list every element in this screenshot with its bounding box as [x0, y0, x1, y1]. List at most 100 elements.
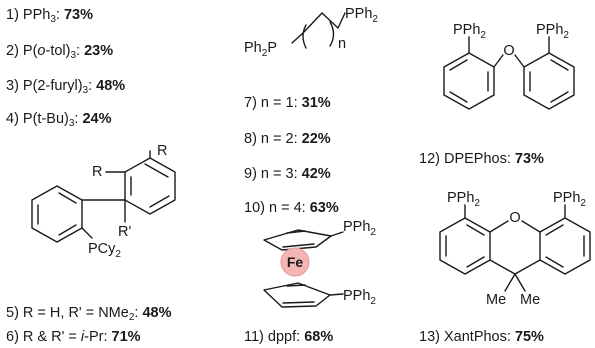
- alkane-bond-1: [291, 32, 304, 44]
- entry-13: 13) XantPhos: 75%: [419, 328, 544, 346]
- biaryl-lower-ring: [31, 185, 83, 243]
- entry-2-yield: 23%: [84, 43, 114, 59]
- entry-1: 1) PPh3: 73%: [6, 6, 93, 25]
- entry-1-name: 1) PPh: [6, 7, 51, 23]
- entry-9: 9) n = 3: 42%: [244, 165, 331, 183]
- entry-11-label: 11) dppf:: [244, 329, 305, 345]
- xantphos-left-ring: [439, 217, 491, 275]
- dppf-top-p-bond: [330, 231, 344, 237]
- dppf-top-pph2-label: PPh2: [343, 219, 376, 238]
- entry-3-sep: :: [88, 78, 97, 94]
- dppf-bottom-cp-double-2: [282, 301, 315, 304]
- dpephos-left-double-3: [449, 91, 468, 103]
- entry-12: 12) DPEPhos: 73%: [419, 150, 544, 168]
- xantphos-right-ring: [539, 217, 591, 275]
- biaryl-pcy-label: PCy2: [88, 241, 121, 260]
- diphos-pph2-label: PPh2: [345, 6, 378, 25]
- entry-10-yield: 63%: [309, 200, 339, 216]
- entry-4-yield: 24%: [82, 111, 112, 127]
- entry-5-name: 5) R = H, R' = NMe: [6, 305, 129, 321]
- biaryl-r-left-label: R: [92, 164, 102, 180]
- entry-10-label: 10) n = 4:: [244, 200, 310, 216]
- entry-2-sub: 3: [70, 50, 77, 61]
- entry-11: 11) dppf: 68%: [244, 328, 333, 346]
- dpephos-o-bond-left: [493, 54, 504, 68]
- entry-10: 10) n = 4: 63%: [244, 199, 339, 217]
- entry-1-yield: 73%: [63, 7, 93, 23]
- entry-13-yield: 75%: [514, 329, 544, 345]
- entry-7-yield: 31%: [301, 95, 331, 111]
- xantphos-c-bond-right: [514, 259, 541, 275]
- alkane-bracket-right: [329, 21, 335, 47]
- dppf-bottom-cp-double-1: [286, 284, 306, 287]
- entry-3-sub: 3: [82, 85, 89, 96]
- entry-8-yield: 22%: [301, 131, 331, 147]
- biaryl-r-top-label: R: [157, 143, 167, 159]
- dpephos-left-double-1: [449, 59, 468, 71]
- entry-6-name: 6) R & R' =: [6, 329, 81, 345]
- alkane-bond-4: [337, 12, 346, 29]
- dppf-bottom-cp-ring: [263, 282, 331, 308]
- dppf-fe-label: Fe: [287, 254, 304, 270]
- entry-6-yield: 71%: [111, 329, 141, 345]
- entry-4-sub: 3: [68, 118, 75, 129]
- xantphos-right-pph2-label: PPh2: [553, 190, 586, 209]
- entry-1-sep: :: [55, 7, 64, 23]
- entry-2-sep: :: [76, 43, 85, 59]
- entry-7: 7) n = 1: 31%: [244, 94, 331, 112]
- entry-6: 6) R & R' = i-Pr: 71%: [6, 328, 141, 346]
- xantphos-left-double-3: [466, 256, 485, 268]
- entry-6-mid: -Pr:: [84, 329, 112, 345]
- entry-5-sub: 2: [128, 312, 135, 323]
- entry-2-mid: -tol): [45, 43, 71, 59]
- entry-2: 2) P(o-tol)3: 23%: [6, 42, 114, 61]
- dpephos-o-label: O: [503, 43, 514, 59]
- entry-9-yield: 42%: [301, 166, 331, 182]
- entry-8: 8) n = 2: 22%: [244, 130, 331, 148]
- entry-5: 5) R = H, R' = NMe2: 48%: [6, 304, 172, 323]
- entry-2-name: 2) P(: [6, 43, 38, 59]
- xantphos-left-pph2-label: PPh2: [447, 190, 480, 209]
- entry-4: 4) P(t-Bu)3: 24%: [6, 110, 112, 129]
- entry-5-sep: :: [134, 305, 143, 321]
- biaryl-upper-double-2: [149, 195, 170, 208]
- biaryl-lower-double-1: [58, 192, 77, 204]
- entry-6-italic: i: [80, 329, 85, 345]
- dppf-top-cp-double-2: [282, 243, 315, 248]
- xantphos-me-bond-left: [504, 273, 516, 292]
- diphosphine-alkane-structure: Ph2P n PPh2: [244, 6, 378, 59]
- diphos-n-label: n: [338, 36, 346, 52]
- alkane-bond-3: [321, 12, 339, 29]
- xantphos-left-double-2: [466, 224, 485, 236]
- biaryl-lower-double-3: [58, 224, 77, 236]
- xantphos-structure: O Me Me PPh2 PPh2: [439, 190, 591, 308]
- entry-11-yield: 68%: [304, 329, 334, 345]
- entry-2-italic: o: [37, 43, 46, 59]
- dpephos-right-pph2-label: PPh2: [536, 22, 569, 41]
- xantphos-o-label: O: [509, 210, 520, 226]
- entry-9-label: 9) n = 3:: [244, 166, 302, 182]
- dppf-fe-atom: [280, 247, 310, 277]
- entry-3: 3) P(2-furyl)3: 48%: [6, 77, 126, 96]
- dpephos-o-bond-right: [514, 54, 525, 68]
- entry-5-yield: 48%: [142, 305, 172, 321]
- xantphos-right-double-3: [545, 256, 564, 268]
- dppf-bottom-p-bond: [329, 293, 344, 296]
- dppf-bottom-pph2-label: PPh2: [343, 288, 376, 307]
- biaryl-r-prime-label: R': [118, 224, 131, 240]
- dpephos-right-double-1: [550, 59, 569, 71]
- biaryl-pcy-bond: [81, 227, 93, 239]
- entry-3-yield: 48%: [96, 78, 126, 94]
- alkane-bond-2: [302, 12, 323, 34]
- dppf-structure: Fe PPh2 PPh2: [263, 219, 376, 308]
- entry-4-name: 4) P(t-Bu): [6, 111, 69, 127]
- xantphos-me-left-label: Me: [486, 292, 506, 308]
- entry-4-sep: :: [74, 111, 83, 127]
- xantphos-me-right-label: Me: [520, 292, 540, 308]
- biaryl-upper-double-1: [144, 163, 169, 178]
- dpephos-left-pph2-label: PPh2: [453, 22, 486, 41]
- biaryl-phosphine-structure: R R R' PCy2: [31, 143, 176, 260]
- dpephos-left-ring: [443, 52, 495, 110]
- entry-13-label: 13) XantPhos:: [419, 329, 515, 345]
